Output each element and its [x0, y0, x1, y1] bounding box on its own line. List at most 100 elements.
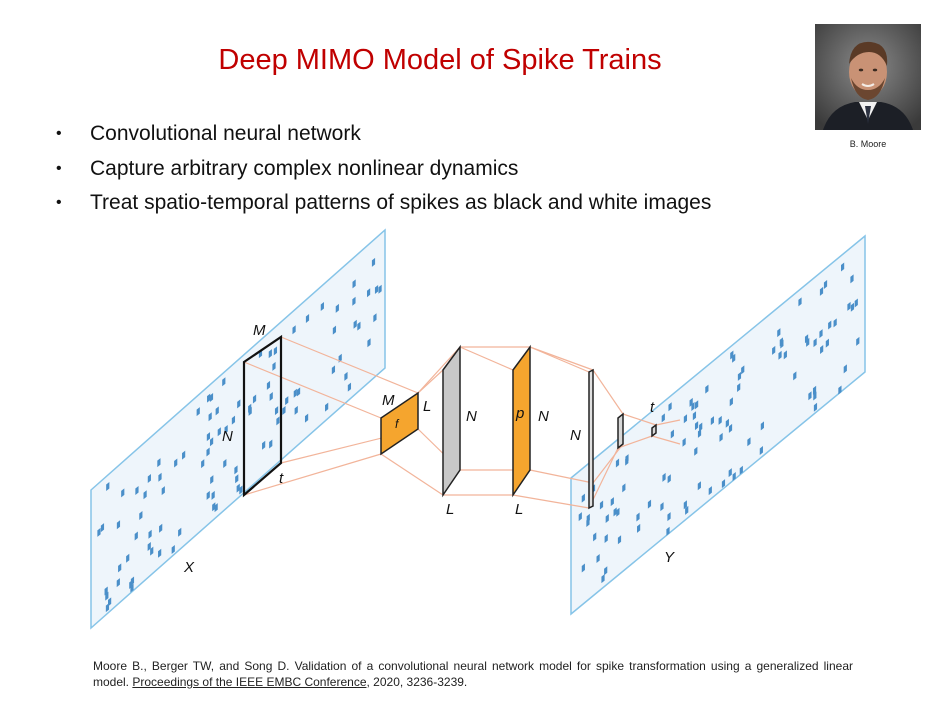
spike-mark [732, 472, 736, 482]
spike-mark [730, 350, 734, 360]
spike-mark [282, 406, 286, 416]
small-block [617, 412, 624, 450]
label-x: X [183, 559, 195, 576]
spike-mark [793, 371, 797, 381]
spike-mark [721, 479, 726, 489]
label-filter-l: L [423, 398, 431, 415]
spike-mark [207, 393, 211, 403]
spike-mark [636, 512, 640, 522]
spike-mark [235, 474, 239, 484]
spike-mark [760, 421, 764, 431]
label-gray-n: N [466, 408, 477, 425]
spike-mark [616, 507, 620, 517]
spike-mark [206, 447, 210, 457]
spike-mark [296, 387, 301, 397]
bullet-text: Convolutional neural network [90, 122, 361, 145]
spike-mark [804, 334, 809, 344]
spike-mark [147, 474, 151, 484]
spike-mark [293, 388, 297, 398]
spike-mark [325, 402, 329, 412]
spike-mark [647, 499, 652, 509]
bullet-list: • Convolutional neural network •Capture a… [52, 117, 711, 221]
slide-title: Deep MIMO Model of Spike Trains [218, 44, 662, 76]
bullet-item: •Capture arbitrary complex nonlinear dyn… [52, 152, 711, 187]
bullet-text: Capture arbitrary complex nonlinear dyna… [90, 156, 519, 180]
spike-mark [850, 274, 854, 284]
spike-mark [294, 405, 298, 415]
reference-venue-link[interactable]: Proceedings of the IEEE EMBC Conference [132, 675, 367, 689]
spike-mark [737, 371, 742, 381]
spike-mark [217, 427, 221, 437]
spike-mark [209, 392, 214, 402]
spike-mark [683, 500, 687, 510]
spike-mark [118, 563, 122, 573]
label-window-t: t [279, 470, 284, 487]
spike-mark [838, 385, 842, 395]
spike-mark [305, 313, 310, 323]
spike-mark [248, 406, 252, 416]
label-orange-l: L [515, 501, 523, 518]
spike-mark [148, 529, 152, 539]
label-y: Y [664, 549, 675, 566]
spike-mark [808, 391, 812, 401]
spike-mark [772, 345, 776, 355]
spike-mark [847, 301, 851, 311]
spike-mark [604, 534, 608, 544]
spike-mark [178, 527, 182, 537]
spike-mark [366, 288, 371, 298]
spike-mark [105, 603, 110, 613]
spike-mark [150, 546, 154, 556]
spike-mark [268, 349, 272, 359]
spike-mark [147, 542, 151, 552]
spike-mark [208, 412, 212, 422]
spike-mark [728, 423, 733, 433]
output-spike-panel [570, 234, 866, 616]
spike-mark [206, 490, 210, 500]
reference-authors: Moore B., Berger TW, and Song D. Validat… [93, 659, 853, 689]
spike-mark [214, 503, 218, 513]
spike-mark [106, 481, 110, 491]
spike-mark [352, 296, 356, 306]
spike-mark [234, 465, 238, 475]
bullet-text: Treat spatio-temporal patterns of spikes… [90, 191, 712, 214]
label-window-m: M [253, 322, 266, 339]
spike-mark [856, 336, 860, 346]
spike-mark [596, 554, 600, 564]
spike-mark [662, 472, 666, 482]
spike-mark [222, 377, 226, 387]
spike-mark [224, 424, 228, 434]
label-filter-m: M [382, 392, 395, 409]
spike-mark [210, 475, 214, 485]
label-window-n: N [222, 428, 233, 445]
spike-mark [729, 397, 733, 407]
spike-mark [237, 399, 241, 409]
spike-mark [236, 483, 240, 493]
spike-mark [97, 527, 101, 537]
spike-mark [828, 320, 832, 330]
spike-mark [143, 490, 147, 500]
spike-mark [854, 298, 858, 308]
spike-mark [692, 411, 697, 421]
spike-mark [578, 512, 582, 522]
spike-mark [320, 301, 324, 311]
spike-mark [269, 439, 273, 449]
gray-layer [442, 344, 461, 498]
spike-mark [667, 512, 671, 522]
spike-mark [840, 262, 845, 272]
spike-mark [100, 523, 105, 533]
bullet-glyph: • [56, 125, 62, 142]
spike-mark [158, 472, 162, 482]
input-spike-panel [90, 228, 386, 630]
spike-mark [121, 488, 125, 498]
spike-mark [335, 303, 339, 313]
label-thin-n: N [570, 427, 581, 444]
spike-mark [819, 329, 823, 339]
spike-mark [778, 350, 782, 360]
spike-mark [604, 566, 608, 576]
spike-mark [710, 416, 714, 426]
spike-mark [819, 286, 824, 296]
spike-mark [276, 416, 280, 426]
spike-mark [622, 483, 626, 493]
spike-mark [708, 486, 712, 496]
photo-caption: B. Moore [849, 139, 887, 149]
